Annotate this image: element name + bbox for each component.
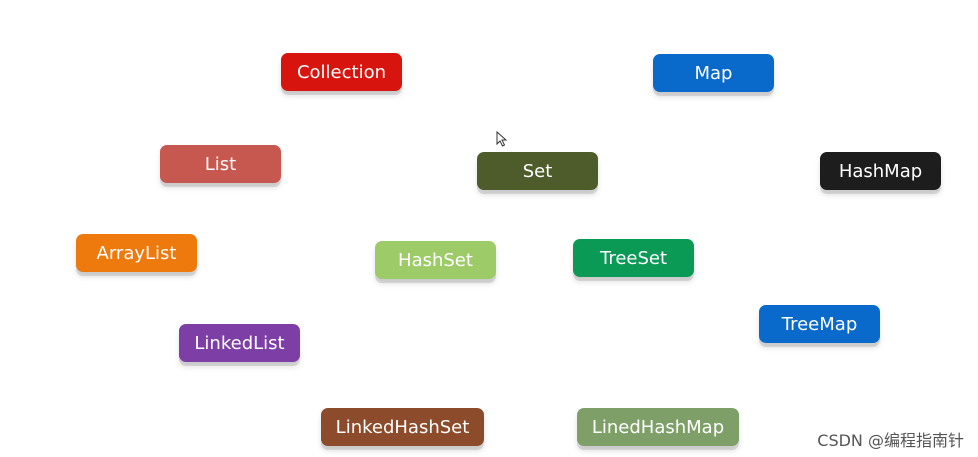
linedhashmap-label: LinedHashMap <box>591 416 725 438</box>
treemap-node: TreeMap <box>759 305 880 343</box>
linkedhashset-node: LinkedHashSet <box>321 408 484 446</box>
treeset-node: TreeSet <box>573 239 694 277</box>
hashset-label: HashSet <box>398 249 473 271</box>
hashmap-label: HashMap <box>838 160 923 182</box>
collection-label: Collection <box>296 61 387 83</box>
linkedlist-node: LinkedList <box>179 324 300 362</box>
treeset-label: TreeSet <box>599 247 668 269</box>
map-node: Map <box>653 54 774 92</box>
set-label: Set <box>522 160 553 182</box>
list-label: List <box>204 153 237 175</box>
collection-node: Collection <box>281 53 402 91</box>
hashset-node: HashSet <box>375 241 496 279</box>
hashmap-node: HashMap <box>820 152 941 190</box>
linkedhashset-label: LinkedHashSet <box>335 416 470 438</box>
watermark-text: CSDN @编程指南针 <box>817 431 964 450</box>
set-node: Set <box>477 152 598 190</box>
arraylist-label: ArrayList <box>96 242 177 264</box>
list-node: List <box>160 145 281 183</box>
arraylist-node: ArrayList <box>76 234 197 272</box>
map-label: Map <box>694 62 733 84</box>
linedhashmap-node: LinedHashMap <box>577 408 739 446</box>
treemap-label: TreeMap <box>781 313 858 335</box>
mouse-cursor-icon <box>496 131 508 147</box>
linkedlist-label: LinkedList <box>194 332 285 354</box>
